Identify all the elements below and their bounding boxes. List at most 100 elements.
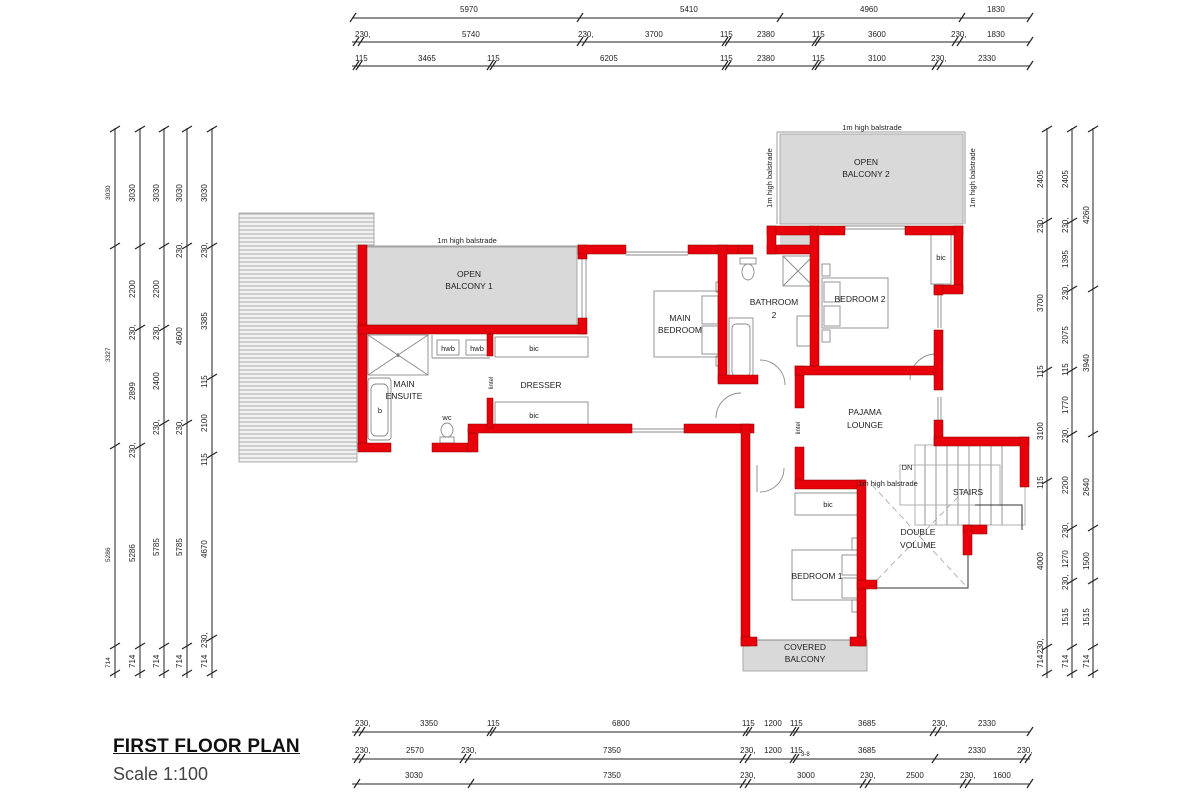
dim-label: 230,: [128, 324, 137, 340]
room-label: BEDROOM 2: [834, 294, 885, 304]
room-labels: OPEN BALCONY 1 OPEN BALCONY 2 MAIN BEDRO…: [386, 157, 984, 664]
dim-label: 230,: [740, 771, 756, 780]
dim-label: 1200: [764, 746, 782, 755]
room-label: BATHROOM: [750, 297, 798, 307]
dim-label: 230,: [175, 242, 184, 258]
top-dimension-labels: 5970 5410 4960 1830 230, 5740 230, 3700 …: [355, 5, 1005, 63]
dim-label: 230,: [931, 54, 947, 63]
dim-label: 230,: [355, 746, 371, 755]
dim-label: 1200: [764, 719, 782, 728]
room-label: OPEN: [457, 269, 481, 279]
room-label: DOUBLE: [901, 527, 936, 537]
dim-label: 115: [742, 719, 755, 728]
fixture-label: bic: [529, 411, 539, 420]
fixture-label: s: [397, 353, 400, 359]
balconies: [364, 131, 966, 672]
room-label: DN: [902, 463, 913, 472]
dim-label: 230,: [1061, 427, 1070, 443]
left-dimension-chains: [109, 125, 218, 678]
room-label: OPEN: [854, 157, 878, 167]
room-label: BEDROOM: [658, 325, 702, 335]
dim-label: 7350: [603, 771, 621, 780]
dim-label: 3385: [200, 312, 209, 330]
dim-label: 4670: [200, 540, 209, 558]
dim-label: 3000: [797, 771, 815, 780]
dim-label: 115: [200, 375, 209, 388]
dim-label: 714: [152, 654, 161, 668]
dim-label: 230,: [461, 746, 477, 755]
dim-label: 2380: [757, 30, 775, 39]
plan-scale: Scale 1:100: [113, 764, 209, 784]
bath: [367, 377, 392, 441]
room-label: BALCONY: [785, 654, 826, 664]
dim-label: 1395: [1061, 250, 1070, 268]
dim-label: 230,: [740, 746, 756, 755]
open-balcony-2: [779, 133, 964, 225]
roof-hatch-area: [238, 212, 375, 463]
room-label: DRESSER: [520, 380, 561, 390]
bic-dresser-bottom: [494, 401, 589, 427]
balustrade-note: 1m high balstrade: [968, 148, 977, 208]
dim-label: 2100: [200, 414, 209, 432]
dim-label: 2400: [152, 372, 161, 390]
dim-label: 5785: [152, 538, 161, 556]
bath-2: [728, 317, 754, 381]
dim-label: 115: [487, 719, 500, 728]
room-label: BEDROOM 1: [791, 571, 842, 581]
dim-label: 3030: [152, 184, 161, 202]
dim-label: 1770: [1061, 396, 1070, 414]
dim-label: 115: [1036, 365, 1045, 378]
dim-label: 2640: [1082, 478, 1091, 496]
dim-label: 4000: [1036, 552, 1045, 570]
dim-label: 230,: [1061, 284, 1070, 300]
dim-label: 4960: [860, 5, 878, 14]
dim-label: 3465: [418, 54, 436, 63]
dim-label: 115: [1036, 476, 1045, 489]
dim-label: 714: [200, 654, 209, 668]
dim-label: 115: [720, 54, 733, 63]
dim-label: 1515: [1061, 608, 1070, 626]
wc: [440, 422, 454, 438]
dim-label: 5286: [128, 544, 137, 562]
dim-label: 230,: [152, 419, 161, 435]
hwb-1: [436, 339, 460, 356]
dim-label: 714: [1036, 654, 1045, 668]
dim-label: 230,: [1036, 217, 1045, 233]
balustrade-note: 1m high balstrade: [437, 236, 497, 245]
room-label: BALCONY 2: [842, 169, 890, 179]
dim-label: 2330: [968, 746, 986, 755]
dim-label: 230,: [960, 771, 976, 780]
door-swing: [715, 392, 742, 419]
dim-label: 115: [487, 54, 500, 63]
dim-label: 5286: [105, 547, 112, 562]
dim-label: 230,: [355, 719, 371, 728]
dim-label: 230,: [1061, 217, 1070, 233]
dim-label: 2075: [1061, 326, 1070, 344]
dim-label: 115: [790, 746, 803, 755]
balustrade-note: 1m high balstrade: [765, 148, 774, 208]
fixture-label: bic: [936, 253, 946, 262]
dim-label: 2405: [1061, 170, 1070, 188]
dim-label: 230,: [355, 30, 371, 39]
right-dimension-labels: 2405 230, 3700 115 3100 115 4000 230, 71…: [1036, 170, 1091, 668]
dim-label: 3700: [645, 30, 663, 39]
dim-label: 2570: [406, 746, 424, 755]
dim-label: 115: [812, 54, 825, 63]
right-dimension-chains: [1041, 125, 1099, 678]
dim-label: 3600: [868, 30, 886, 39]
dim-label: 115: [720, 30, 733, 39]
dim-label: 230,: [128, 442, 137, 458]
dim-label: 2330: [978, 719, 996, 728]
fixture-label: lintel: [489, 377, 495, 389]
bottom-dimension-chains: [352, 726, 1034, 789]
dim-label: 2899: [128, 382, 137, 400]
dim-label: 3030: [405, 771, 423, 780]
dim-label: 3350: [420, 719, 438, 728]
dim-label: 3030: [105, 185, 112, 200]
dim-label: 3327: [105, 347, 112, 362]
dim-label: 230,: [932, 719, 948, 728]
fixture-label: wc: [441, 413, 451, 422]
room-label: BALCONY 1: [445, 281, 493, 291]
dim-label: 2405: [1036, 170, 1045, 188]
walls: [357, 225, 1030, 647]
